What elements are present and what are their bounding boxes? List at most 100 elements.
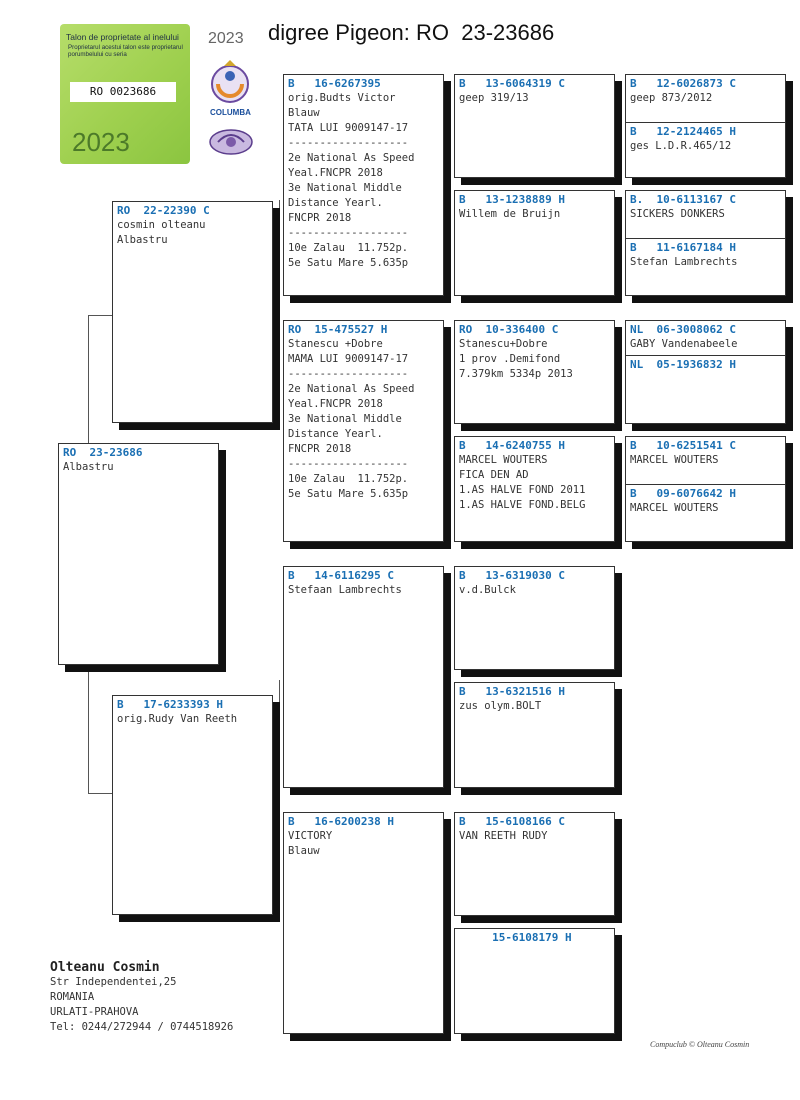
sd-line: ------------------- [288, 368, 409, 380]
sd-line: ------------------- [288, 458, 409, 470]
sds-line: Stanescu+Dobre [459, 338, 548, 350]
sds-card: RO 10-336400 C Stanescu+Dobre 1 prov .De… [454, 320, 615, 424]
dsd-card: B 13-6321516 H zus olym.BOLT [454, 682, 615, 788]
sire-dam-ring: RO 15-475527 H [288, 323, 388, 336]
sire-card: RO 22-22390 C cosmin olteanu Albastru [112, 201, 273, 423]
ss-line: 3e National Middle [288, 182, 402, 194]
sss-ring: B 13-6064319 C [459, 77, 565, 90]
dss-ring: B 13-6319030 C [459, 569, 565, 582]
pigeon-ring: RO 23-23686 [63, 446, 143, 459]
owner-address-line: ROMANIA [50, 991, 95, 1003]
dds-card: B 15-6108166 C VAN REETH RUDY [454, 812, 615, 916]
gen5-line: GABY Vandenabeele [630, 338, 738, 350]
sdd-line: MARCEL WOUTERS [459, 454, 548, 466]
sire-sire-card: B 16-6267395 orig.Budts Victor Blauw TAT… [283, 74, 444, 296]
sss-card: B 13-6064319 C geep 319/13 [454, 74, 615, 178]
card-serial: RO 0023686 [70, 82, 176, 102]
card-subtext: Proprietarul acestui talon este propriet… [68, 44, 183, 58]
ss-line: Yeal.FNCPR 2018 [288, 167, 383, 179]
gen5-ring: B 09-6076642 H [630, 487, 736, 500]
ddd-ring: 15-6108179 H [459, 931, 572, 944]
owner-block: Olteanu Cosmin Str Independentei,25 ROMA… [50, 960, 233, 1035]
gen5-line: MARCEL WOUTERS [630, 502, 719, 514]
card-year: 2023 [72, 127, 130, 157]
ss-line: orig.Budts Victor [288, 92, 396, 104]
ssd-ring: B 13-1238889 H [459, 193, 565, 206]
sds-line: 1 prov .Demifond [459, 353, 561, 365]
dam-line: orig.Rudy Van Reeth [117, 713, 238, 725]
dam-ring: B 17-6233393 H [117, 698, 223, 711]
ssd-line: Willem de Bruijn [459, 208, 561, 220]
ss-line: Blauw [288, 107, 320, 119]
pigeon-line: Albastru [63, 461, 114, 473]
owner-address-line: Tel: 0244/272944 / 0744518926 [50, 1021, 234, 1033]
gen5-pair-4: B 10-6251541 C MARCEL WOUTERS B 09-60766… [625, 436, 786, 542]
card-year-small: 2023 [208, 30, 244, 47]
sire-line: Albastru [117, 234, 168, 246]
dd-line: Blauw [288, 845, 320, 857]
sdd-card: B 14-6240755 H MARCEL WOUTERS FICA DEN A… [454, 436, 615, 542]
gen5-ring: B 12-2124465 H [630, 125, 736, 138]
gen5-line: MARCEL WOUTERS [630, 454, 719, 466]
dam-sire-ring: B 14-6116295 C [288, 569, 394, 582]
sdd-line: 1.AS HALVE FOND.BELG [459, 499, 586, 511]
ss-line: 10e Zalau 11.752p. [288, 242, 409, 254]
dss-card: B 13-6319030 C v.d.Bulck [454, 566, 615, 670]
ds-line: Stefaan Lambrechts [288, 584, 402, 596]
sd-line: 3e National Middle [288, 413, 402, 425]
ss-line: 2e National As Speed [288, 152, 415, 164]
sd-line: MAMA LUI 9009147-17 [288, 353, 409, 365]
dam-sire-card: B 14-6116295 C Stefaan Lambrechts [283, 566, 444, 788]
sds-line: 7.379km 5334p 2013 [459, 368, 573, 380]
gen5-line: Stefan Lambrechts [630, 256, 738, 268]
dsd-ring: B 13-6321516 H [459, 685, 565, 698]
ddd-card: 15-6108179 H [454, 928, 615, 1034]
dam-dam-ring: B 16-6200238 H [288, 815, 394, 828]
ss-line: ------------------- [288, 137, 409, 149]
gen5-pair-3: NL 06-3008062 C GABY Vandenabeele NL 05-… [625, 320, 786, 424]
gen5-pair-1: B 12-6026873 C geep 873/2012 B 12-212446… [625, 74, 786, 178]
sds-ring: RO 10-336400 C [459, 323, 559, 336]
owner-address-line: Str Independentei,25 [50, 976, 177, 988]
gen5-ring: B 10-6251541 C [630, 439, 736, 452]
gen5-ring: B 11-6167184 H [630, 241, 736, 254]
sdd-line: FICA DEN AD [459, 469, 529, 481]
federation-logo-icon [209, 129, 253, 155]
card-heading: Talon de proprietate al inelului [66, 32, 179, 42]
ss-line: 5e Satu Mare 5.635p [288, 257, 409, 269]
gen5-line: SICKERS DONKERS [630, 208, 725, 220]
sd-line: 2e National As Speed [288, 383, 415, 395]
sd-line: 10e Zalau 11.752p. [288, 473, 409, 485]
ss-line: FNCPR 2018 [288, 212, 352, 224]
dds-ring: B 15-6108166 C [459, 815, 565, 828]
dss-line: v.d.Bulck [459, 584, 516, 596]
pigeon-card: RO 23-23686 Albastru [58, 443, 219, 665]
logo-text: COLUMBA [210, 108, 251, 117]
sdd-ring: B 14-6240755 H [459, 439, 565, 452]
ss-line: TATA LUI 9009147-17 [288, 122, 409, 134]
sd-line: 5e Satu Mare 5.635p [288, 488, 409, 500]
sire-ring: RO 22-22390 C [117, 204, 210, 217]
dam-card: B 17-6233393 H orig.Rudy Van Reeth [112, 695, 273, 915]
gen5-pair-2: B. 10-6113167 C SICKERS DONKERS B 11-616… [625, 190, 786, 296]
sd-line: Stanescu +Dobre [288, 338, 383, 350]
footer-credit: Compuclub © Olteanu Cosmin [650, 1040, 750, 1049]
gen5-line: geep 873/2012 [630, 92, 713, 104]
columba-logo-icon [211, 60, 249, 103]
sire-line: cosmin olteanu [117, 219, 206, 231]
ss-line: ------------------- [288, 227, 409, 239]
owner-address-line: URLATI-PRAHOVA [50, 1006, 139, 1018]
gen5-line: ges L.D.R.465/12 [630, 140, 732, 152]
sd-line: Distance Yearl. [288, 428, 383, 440]
gen5-ring: B 12-6026873 C [630, 77, 736, 90]
ring-ownership-card: Talon de proprietate al inelului Proprie… [60, 24, 190, 164]
sdd-line: 1.AS HALVE FOND 2011 [459, 484, 586, 496]
dsd-line: zus olym.BOLT [459, 700, 542, 712]
page-title: digree Pigeon: RO 23-23686 [268, 20, 555, 45]
dam-dam-card: B 16-6200238 H VICTORY Blauw [283, 812, 444, 1034]
sire-sire-ring: B 16-6267395 [288, 77, 381, 90]
owner-name: Olteanu Cosmin [50, 960, 160, 975]
sd-line: Yeal.FNCPR 2018 [288, 398, 383, 410]
gen5-ring: NL 05-1936832 H [630, 358, 736, 371]
ssd-card: B 13-1238889 H Willem de Bruijn [454, 190, 615, 296]
